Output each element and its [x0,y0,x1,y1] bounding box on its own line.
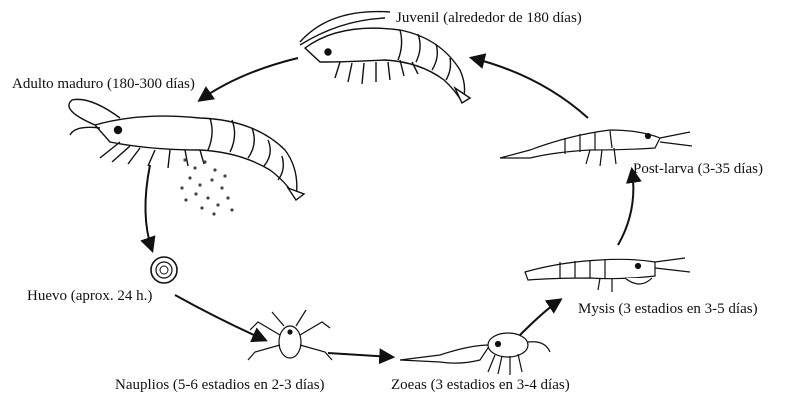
label-zoea: Zoeas (3 estadios en 3-4 días) [391,378,570,393]
arrow-nauplius-to-zoea [328,353,392,357]
label-mature-adult: Adulto maduro (180-300 días) [12,77,195,92]
arrow-mysis-to-postlarva [618,170,633,245]
spawned-eggs [180,158,233,215]
zoea-illustration [400,333,550,375]
arrow-egg-to-nauplius [175,295,265,340]
adult-shrimp-illustration [69,99,304,200]
egg-illustration [151,257,177,283]
arrow-postlarva-to-juvenile [472,58,588,118]
label-nauplius: Nauplios (5-6 estadios en 2-3 días) [115,378,325,393]
nauplius-illustration [248,310,332,360]
cycle-arrows [145,58,633,357]
label-mysis: Mysis (3 estadios en 3-5 días) [578,302,758,317]
arrow-zoea-to-mysis [520,300,560,335]
label-juvenile: Juvenil (alrededor de 180 días) [396,11,582,26]
mysis-illustration [525,258,690,292]
arrow-juvenile-to-adult [200,58,298,100]
label-egg: Huevo (aprox. 24 h.) [27,289,152,304]
label-post-larva: Post-larva (3-35 días) [633,162,763,177]
arrow-adult-to-egg [145,165,152,250]
